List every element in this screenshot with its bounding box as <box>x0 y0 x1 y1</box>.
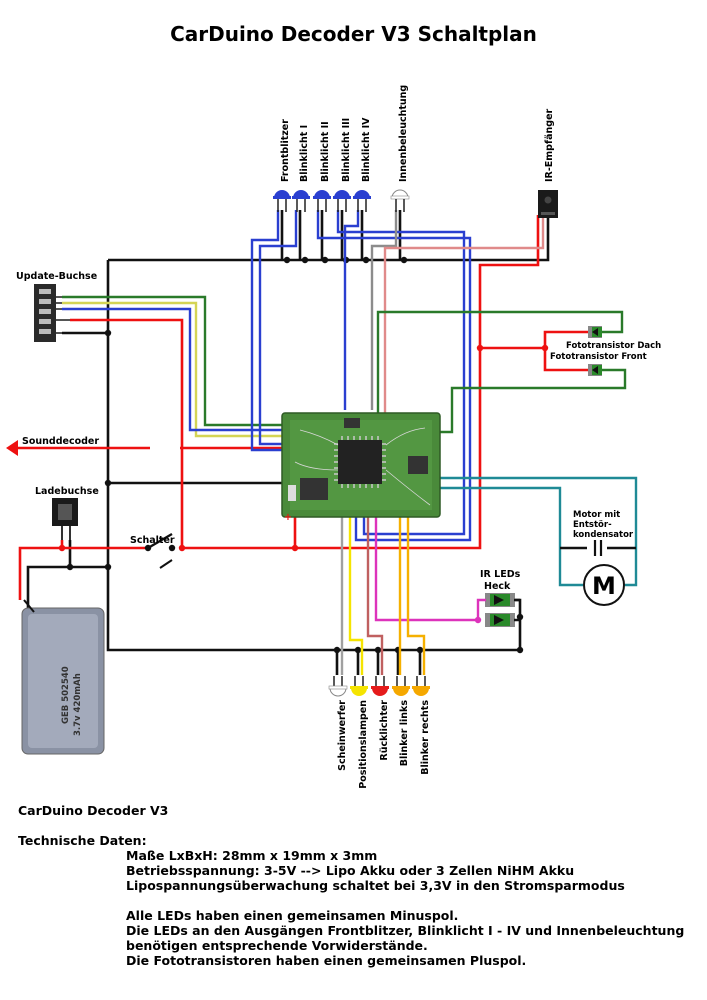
label-ir-empfaenger: IR-Empfänger <box>544 108 555 182</box>
led-ruecklichter <box>371 676 389 696</box>
led-innenbeleuchtung <box>390 189 410 212</box>
label-blinklicht-4: Blinklicht IV <box>361 117 372 182</box>
led-blinklicht-1 <box>292 190 310 212</box>
battery-label-2: 3.7v 420mAh <box>73 673 83 736</box>
label-motor-2: Entstör- <box>573 520 612 530</box>
positive-junctions <box>58 344 549 552</box>
ground-junctions <box>66 256 524 654</box>
ir-led-1 <box>485 593 515 607</box>
label-motor-1: Motor mit <box>573 510 620 520</box>
led-blinker-rechts <box>412 676 430 696</box>
led-scheinwerfer <box>328 676 348 697</box>
lipo-battery <box>21 599 105 755</box>
motor <box>583 564 625 606</box>
info-line: Die Fototransistoren haben einen gemeins… <box>126 953 527 968</box>
update-wiring <box>62 295 285 438</box>
led-frontblitzer <box>273 190 291 212</box>
schalter-switch <box>144 532 176 569</box>
technical-info: CarDuino Decoder V3 Technische Daten: Ma… <box>18 803 698 968</box>
ir-receiver <box>538 190 558 218</box>
misc-wiring <box>370 210 638 622</box>
decoder-pcb <box>281 412 441 518</box>
info-line: Alle LEDs haben einen gemeinsamen Minusp… <box>126 908 459 923</box>
label-ir-leds-2: Heck <box>484 581 511 592</box>
blue-led-wiring <box>250 210 472 542</box>
label-blinklicht-2: Blinklicht II <box>320 121 331 182</box>
info-line: Die LEDs an den Ausgängen Frontblitzer, … <box>126 923 685 938</box>
fototransistor-dach <box>588 326 602 338</box>
led-positionslampen <box>350 676 368 696</box>
fototransistor-front <box>588 364 602 376</box>
sounddecoder-arrow-icon <box>6 440 18 456</box>
info-line: Maße LxBxH: 28mm x 19mm x 3mm <box>126 848 378 863</box>
label-fototransistor-front: Fototransistor Front <box>550 352 647 362</box>
label-frontblitzer: Frontblitzer <box>280 119 291 182</box>
label-sounddecoder: Sounddecoder <box>22 436 99 447</box>
label-ruecklichter: Rücklichter <box>379 700 390 761</box>
top-leds <box>273 189 410 212</box>
driver-chip <box>408 456 428 474</box>
update-buchse-connector <box>34 284 70 342</box>
entstoer-kondensator-icon <box>593 540 603 556</box>
info-line: Lipospannungsüberwachung schaltet bei 3,… <box>126 878 625 893</box>
lower-led-wiring <box>340 510 426 675</box>
ground-bus <box>26 210 550 675</box>
led-blinklicht-4 <box>353 190 371 212</box>
page-title: CarDuino Decoder V3 Schaltplan <box>170 22 537 46</box>
label-schalter: Schalter <box>130 535 175 546</box>
label-blinker-rechts: Blinker rechts <box>420 700 431 775</box>
label-motor-3: kondensator <box>573 530 634 540</box>
tech-heading: Technische Daten: <box>18 833 147 848</box>
info-heading: CarDuino Decoder V3 <box>18 803 169 818</box>
label-scheinwerfer: Scheinwerfer <box>337 700 348 771</box>
info-line: Betriebsspannung: 3-5V --> Lipo Akku ode… <box>126 863 575 878</box>
pcb-plus-label: + <box>284 512 292 523</box>
ladebuchse-connector <box>52 498 78 540</box>
ir-led-2 <box>485 613 515 627</box>
motor-symbol: M <box>592 572 616 600</box>
label-blinker-links: Blinker links <box>399 700 410 767</box>
label-ladebuchse: Ladebuchse <box>35 486 99 497</box>
positive-wiring <box>15 215 588 600</box>
label-positionslampen: Positionslampen <box>358 700 369 789</box>
label-update-buchse: Update-Buchse <box>16 271 97 282</box>
ir-led-cathode-wiring <box>514 598 520 622</box>
transistor-chip <box>300 478 328 500</box>
label-blinklicht-1: Blinklicht I <box>299 125 310 182</box>
battery-label-1: GEB 502540 <box>61 666 71 724</box>
label-blinklicht-3: Blinklicht III <box>341 118 352 182</box>
led-blinklicht-3 <box>333 190 351 212</box>
label-ir-leds-1: IR LEDs <box>480 569 521 580</box>
label-fototransistor-dach: Fototransistor Dach <box>566 341 661 351</box>
bottom-leds <box>328 676 430 697</box>
ir-led-anode-wiring <box>476 598 486 620</box>
info-line: benötigen entsprechende Vorwiderstände. <box>126 938 428 953</box>
microcontroller <box>338 440 382 484</box>
label-innenbeleuchtung: Innenbeleuchtung <box>398 85 409 182</box>
led-blinklicht-2 <box>313 190 331 212</box>
led-blinker-links <box>392 676 410 696</box>
